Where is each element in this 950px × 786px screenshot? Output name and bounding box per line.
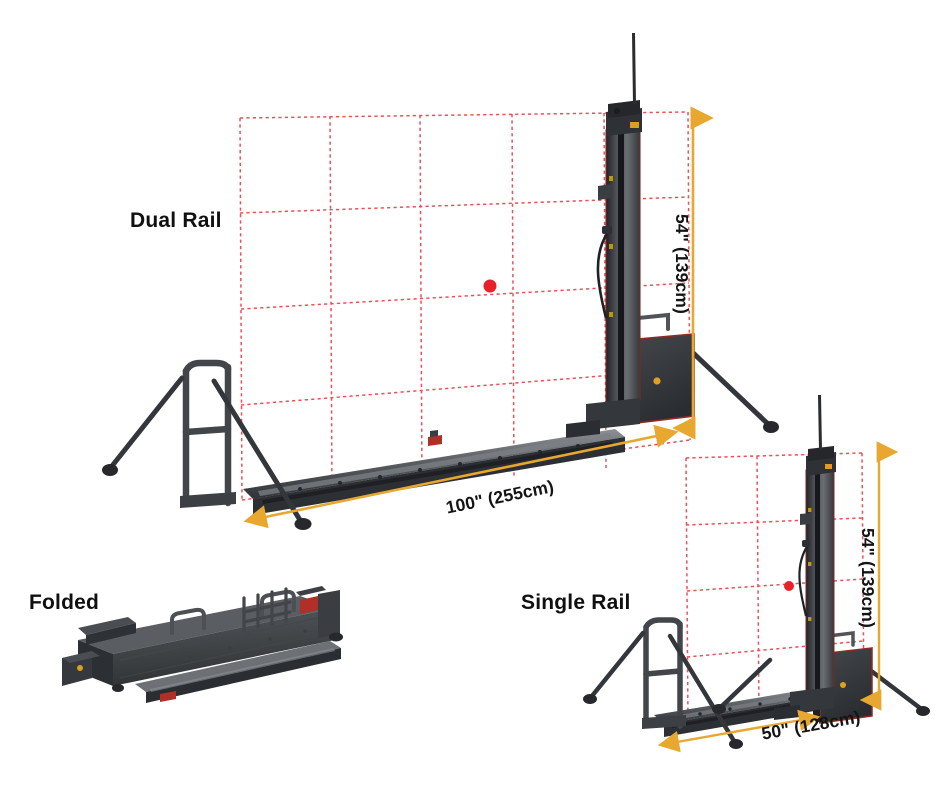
grid-center-marker-single bbox=[784, 581, 794, 591]
folded-title: Folded bbox=[29, 591, 100, 614]
grid-center-marker bbox=[483, 279, 497, 293]
dual-rail-title: Dual Rail bbox=[130, 209, 222, 232]
single-rail-title: Single Rail bbox=[521, 591, 631, 614]
